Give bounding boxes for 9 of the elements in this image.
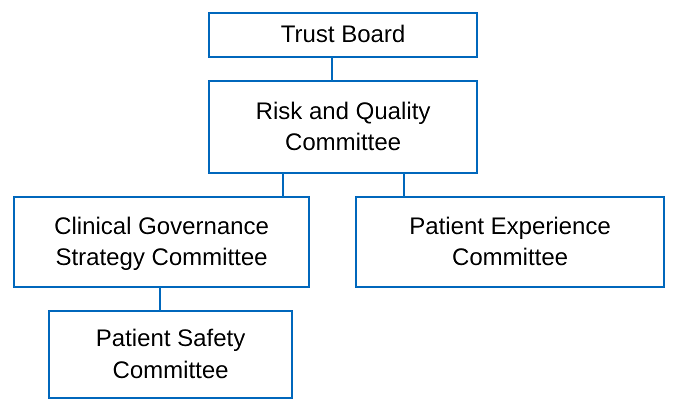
connector-line	[403, 174, 405, 196]
committee-box: Risk and Quality Committee	[208, 80, 478, 174]
connector-line	[282, 174, 284, 196]
committee-box: Patient Experience Committee	[355, 196, 665, 288]
connector-line	[159, 288, 161, 310]
connector-line	[331, 58, 333, 80]
committee-box: Trust Board	[208, 12, 478, 58]
committee-box: Clinical Governance Strategy Committee	[13, 196, 310, 288]
committee-box: Patient Safety Committee	[48, 310, 293, 399]
